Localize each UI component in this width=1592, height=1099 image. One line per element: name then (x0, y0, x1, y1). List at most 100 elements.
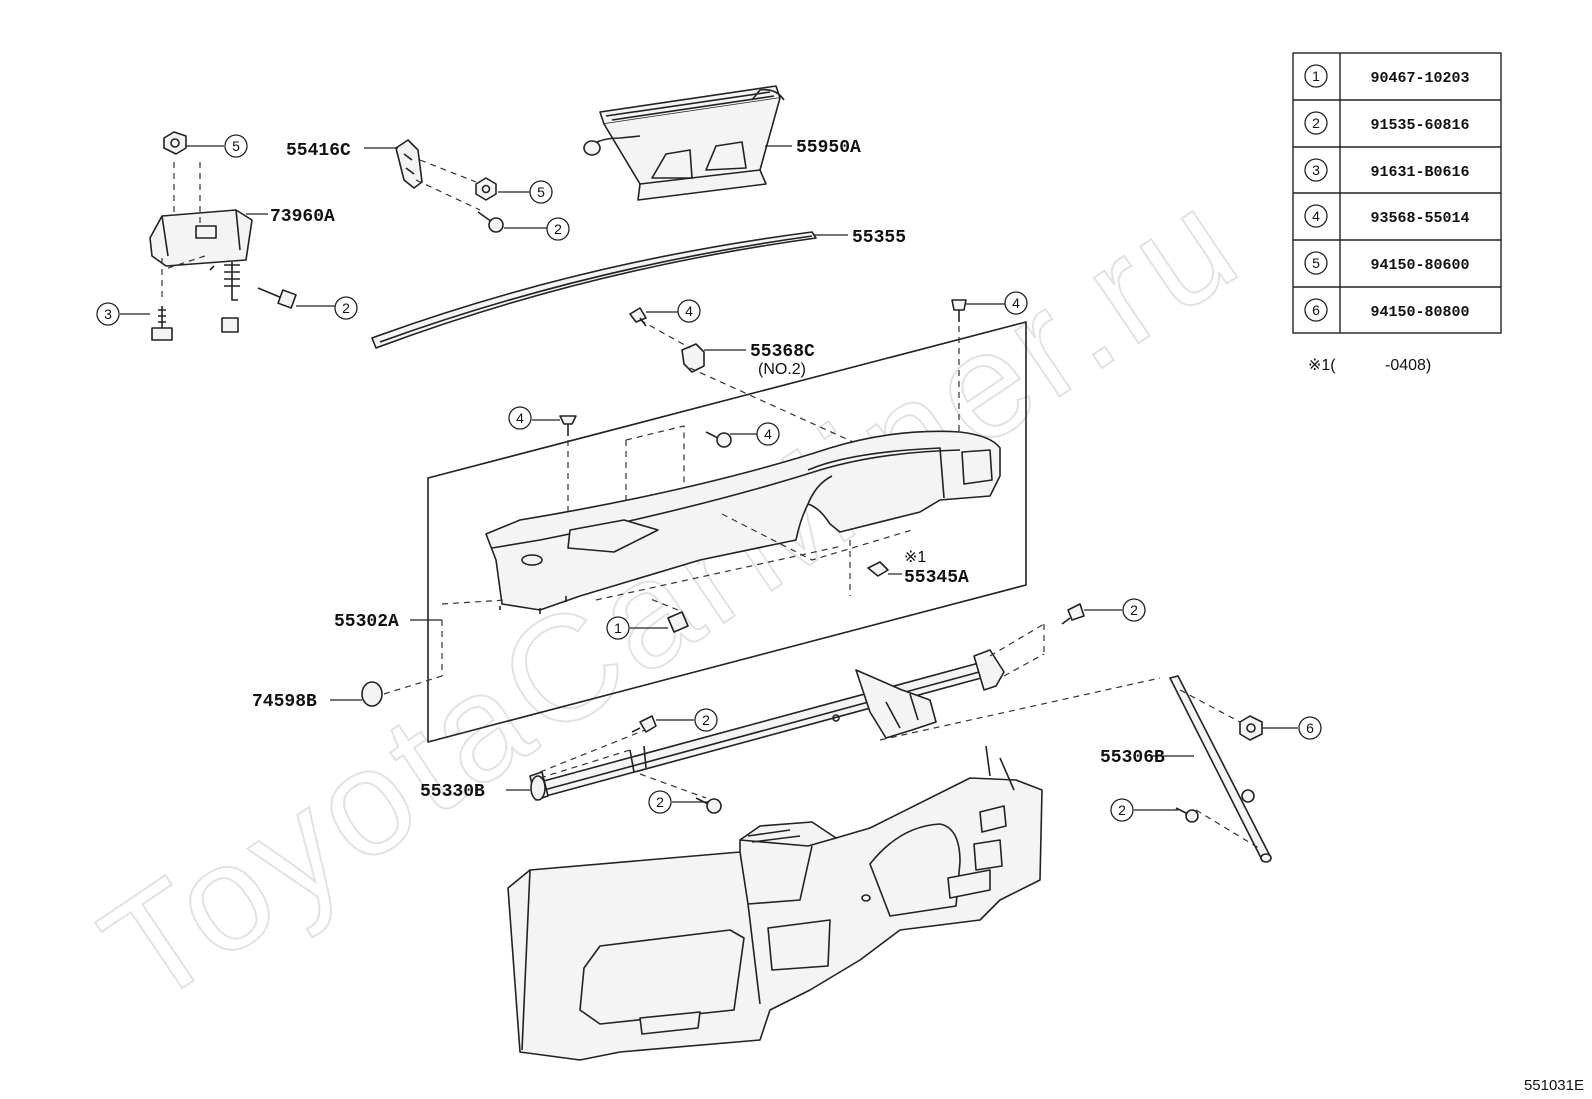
part-55416C-bracket (395, 139, 423, 189)
part-number: 93568-55014 (1370, 210, 1469, 227)
screw-icon (629, 307, 647, 327)
guide-line (647, 597, 679, 611)
screw-icon (1061, 603, 1085, 625)
callout-73960A: 73960A (270, 207, 335, 227)
nut-icon (475, 177, 497, 201)
ref-circle (1304, 204, 1328, 228)
screw-icon (695, 797, 722, 814)
ref-circle-2: 2 (334, 296, 358, 320)
part-73960A (149, 209, 253, 333)
ref-circle (1304, 158, 1328, 182)
ref-circle-5: 5 (529, 180, 553, 204)
ref-circle-2: 2 (648, 790, 672, 814)
ref-circle-2: 2 (546, 217, 570, 241)
ref-circle-5: 5 (224, 134, 248, 158)
footnote-range: -0408) (1385, 357, 1431, 374)
diagram-id: 551031E (1524, 1077, 1584, 1094)
ref-number: 4 (685, 303, 693, 319)
ref-number: 4 (1312, 208, 1320, 224)
parts-table-row: 5 94150-80600 (1304, 251, 1470, 275)
ref-number: 5 (537, 184, 545, 200)
ref-number: 5 (232, 138, 240, 154)
ref-number: 4 (764, 426, 772, 442)
part-number: 91535-60816 (1370, 117, 1469, 134)
ref-circle-2: 2 (694, 708, 718, 732)
callout-55345A-note: ※1 (904, 549, 926, 566)
part-55345A-clip (867, 561, 889, 577)
screw-icon (705, 431, 732, 448)
ref-circle-2: 2 (1110, 798, 1134, 822)
ref-circle-4: 4 (756, 422, 780, 446)
ref-number: 2 (656, 794, 664, 810)
part-55950A-air-duct (583, 85, 785, 201)
ref-number: 6 (1306, 720, 1314, 736)
ref-number: 1 (614, 620, 622, 636)
ref-circle-4: 4 (508, 406, 532, 430)
guide-line (539, 623, 1161, 799)
ref-circle-3: 3 (96, 302, 120, 326)
ref-circle (1304, 111, 1328, 135)
assembly-box (427, 321, 1027, 743)
callout-55345A: 55345A (904, 568, 969, 588)
guide-line (441, 599, 507, 676)
ref-number: 2 (342, 300, 350, 316)
ref-number: 2 (554, 221, 562, 237)
part-55302A-panel (485, 430, 1001, 614)
screw-icon (951, 299, 967, 322)
nut-icon (163, 131, 187, 155)
part-55330B-beam (529, 649, 1005, 801)
callout-55368C-sub: (NO.2) (758, 361, 806, 378)
ref-circle-4: 4 (677, 299, 701, 323)
part-55368C-clip (681, 343, 705, 373)
callout-55330B: 55330B (420, 782, 485, 802)
ref-number: 6 (1312, 302, 1320, 318)
callout-55302A: 55302A (334, 612, 399, 632)
part-number: 94150-80800 (1370, 304, 1469, 321)
ref-number: 2 (1130, 602, 1138, 618)
part-clip-1 (667, 611, 689, 633)
callout-55368C: 55368C (750, 342, 815, 362)
ref-number: 2 (1312, 115, 1320, 131)
ref-number: 4 (1012, 295, 1020, 311)
parts-table-row: 2 91535-60816 (1304, 111, 1470, 135)
ref-number: 5 (1312, 255, 1320, 271)
ref-number: 4 (516, 410, 524, 426)
part-number: 90467-10203 (1370, 70, 1469, 87)
part-instrument-panel-lower (507, 745, 1043, 1061)
parts-table: 1 90467-10203 2 91535-60816 3 91631-B061… (1292, 52, 1502, 334)
guide-line (639, 319, 863, 447)
screw-icon (559, 415, 577, 436)
screw-icon (1175, 807, 1199, 823)
guide-line (161, 162, 206, 300)
ref-number: 1 (1312, 68, 1320, 84)
screw-icon (631, 715, 657, 733)
ref-number: 3 (104, 306, 112, 322)
part-number: 91631-B0616 (1370, 164, 1469, 181)
callout-55416C: 55416C (286, 141, 351, 161)
parts-table-row: 1 90467-10203 (1304, 64, 1470, 88)
callout-55950A: 55950A (796, 138, 861, 158)
guide-line (1179, 689, 1263, 851)
footnote-mark: ※1( (1308, 357, 1336, 374)
callout-55306B: 55306B (1100, 748, 1165, 768)
part-55355-strip (371, 231, 817, 349)
bolt-icon (151, 306, 173, 341)
guide-line (415, 159, 481, 211)
ref-number: 2 (1118, 802, 1126, 818)
ref-circle-6: 6 (1298, 716, 1322, 740)
part-74598B-plug (361, 681, 383, 707)
ref-circle-2: 2 (1122, 598, 1146, 622)
callout-55355: 55355 (852, 228, 906, 248)
footnote: ※1( -0408) (1308, 357, 1431, 374)
parts-table-row: 6 94150-80800 (1304, 298, 1470, 322)
part-55306B-brace (1169, 675, 1272, 863)
ref-circle (1304, 251, 1328, 275)
nut-icon (1239, 715, 1263, 741)
ref-number: 2 (702, 712, 710, 728)
ref-number: 3 (1312, 162, 1320, 178)
parts-table-row: 3 91631-B0616 (1304, 158, 1470, 182)
ref-circle (1304, 64, 1328, 88)
callout-74598B: 74598B (252, 692, 317, 712)
ref-circle-1: 1 (606, 616, 630, 640)
